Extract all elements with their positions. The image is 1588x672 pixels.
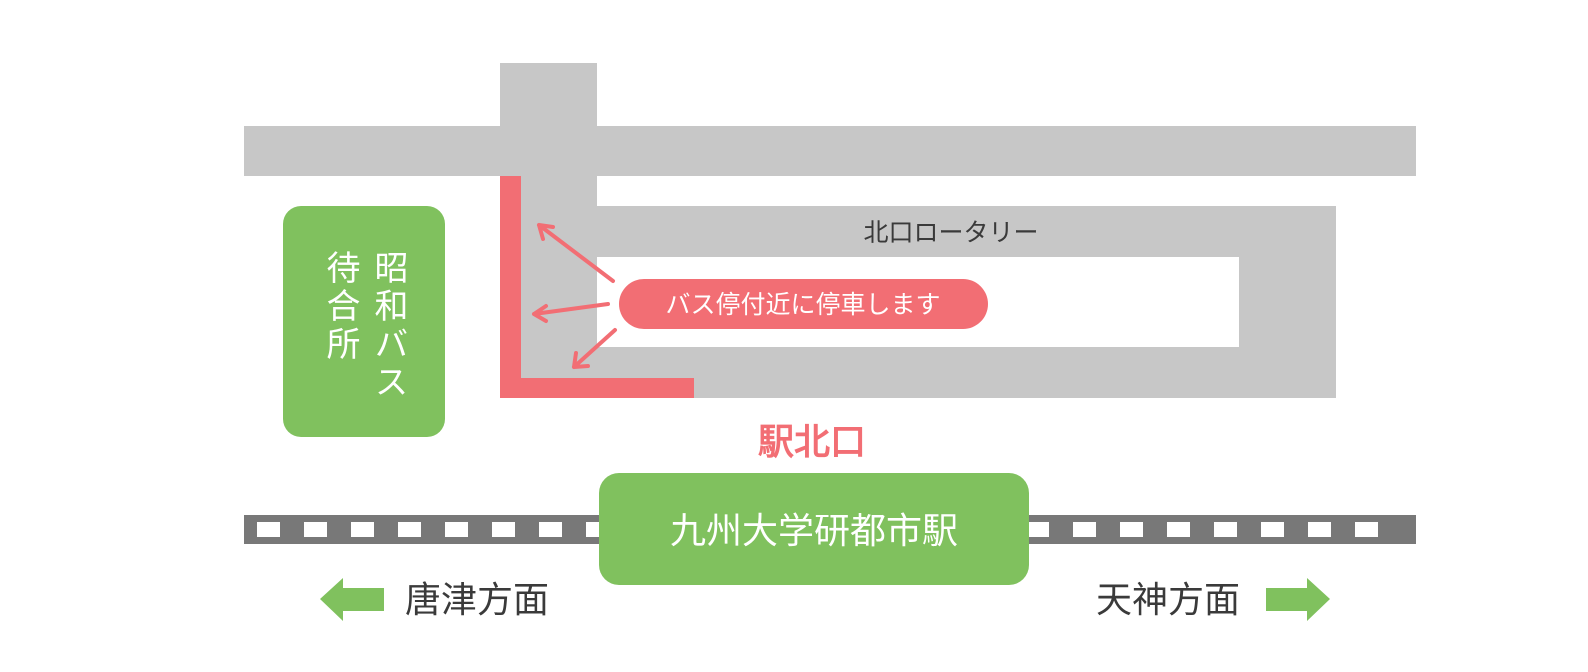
karatsu-direction-label: 唐津方面 — [405, 580, 549, 621]
waiting-room: 昭和バス 待合所 — [283, 206, 445, 437]
arrow-up-left-icon — [537, 223, 615, 283]
rail-tie — [398, 522, 421, 537]
rotary-label: 北口ロータリー — [863, 218, 1038, 247]
rail-tie — [1355, 522, 1378, 537]
arrow-down-left-icon — [572, 328, 617, 369]
rail-tie — [539, 522, 562, 537]
waiting-room-line1: 昭和バス — [368, 250, 408, 402]
pointer-arrows — [532, 223, 617, 369]
bus-stop-note-pill — [619, 279, 988, 329]
rail-ties — [257, 522, 1378, 537]
rail-tie — [1214, 522, 1237, 537]
rail-tie — [257, 522, 280, 537]
roads — [244, 63, 1416, 398]
exit-label: 駅北口 — [758, 422, 866, 463]
karatsu-direction: 唐津方面 — [320, 578, 549, 621]
station: 九州大学研都市駅 — [599, 473, 1029, 585]
bus-stop-note-text: バス停付近に停車します — [665, 290, 940, 319]
curb-horizontal — [500, 378, 694, 398]
tenjin-direction-label: 天神方面 — [1096, 580, 1240, 621]
arrow-right-icon — [1266, 578, 1330, 621]
rail-tie — [1261, 522, 1284, 537]
rotary-top — [597, 206, 1336, 257]
rail-tie — [304, 522, 327, 537]
rail-tie — [492, 522, 515, 537]
curb-vertical — [500, 176, 521, 398]
bus-stop-note: バス停付近に停車します — [619, 279, 988, 329]
tenjin-direction: 天神方面 — [1096, 578, 1330, 621]
arrow-left-icon — [320, 578, 384, 621]
rail-tie — [445, 522, 468, 537]
rail-tie — [351, 522, 374, 537]
station-name: 九州大学研都市駅 — [670, 511, 958, 552]
waiting-room-box — [283, 206, 445, 437]
arrow-left-icon-mid — [532, 302, 610, 323]
waiting-room-line2: 待合所 — [320, 250, 360, 364]
rail-tie — [1167, 522, 1190, 537]
rail-tie — [1308, 522, 1331, 537]
boarding-curb — [500, 176, 694, 398]
station-box — [599, 473, 1029, 585]
main-road — [244, 126, 1416, 176]
rail-tie — [1026, 522, 1049, 537]
rail-tie — [1073, 522, 1096, 537]
rotary-bottom — [597, 347, 1336, 398]
rail-tie — [1120, 522, 1143, 537]
